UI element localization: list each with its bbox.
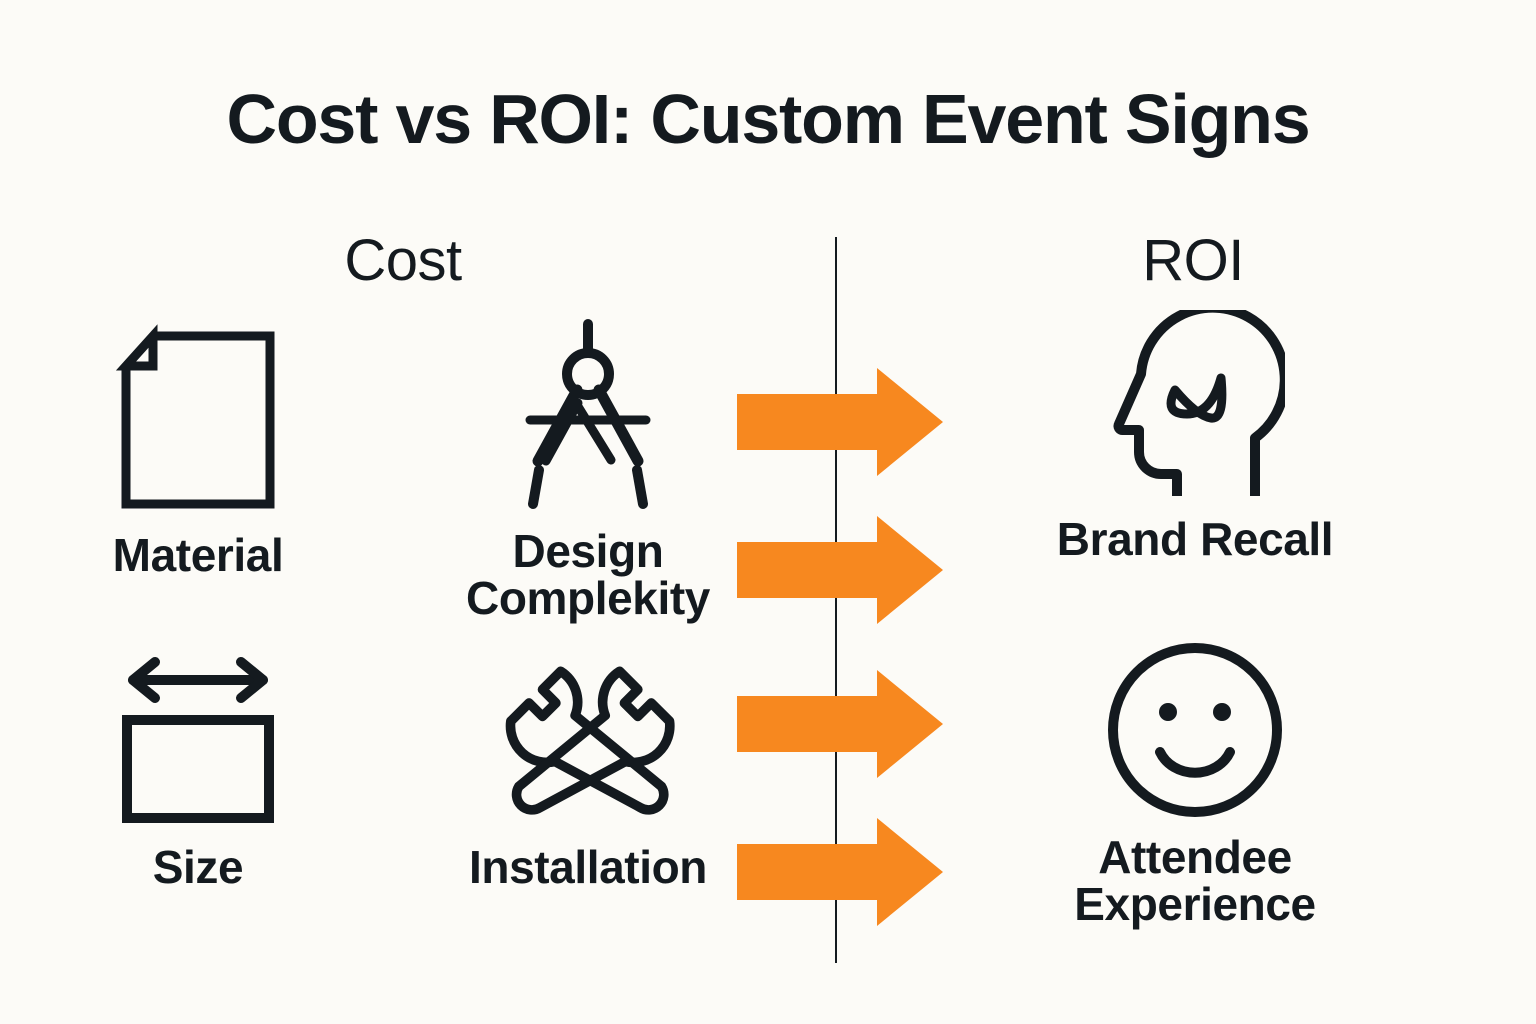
- cost-item-installation: Installation: [438, 650, 738, 891]
- cost-item-size-label: Size: [152, 841, 244, 893]
- document-icon: [108, 318, 288, 518]
- width-rectangle-icon: [103, 650, 293, 830]
- cost-item-design-complexity-label: Design Complekity: [466, 525, 710, 624]
- vertical-divider: [835, 237, 837, 963]
- flow-arrow-1: [737, 368, 943, 476]
- flow-arrow-4: [737, 818, 943, 926]
- cost-item-installation-label: Installation: [468, 841, 707, 893]
- flow-arrow-2: [737, 516, 943, 624]
- roi-item-brand-recall-label: Brand Recall: [1056, 513, 1334, 565]
- cost-item-size: Size: [53, 650, 343, 891]
- roi-item-attendee-experience: Attendee Experience: [1035, 640, 1355, 928]
- crossed-wrenches-icon: [498, 650, 678, 830]
- page-title: Cost vs ROI: Custom Event Signs: [226, 80, 1311, 158]
- smiley-face-icon: [1105, 640, 1285, 820]
- cost-item-design-complexity: Design Complekity: [438, 318, 738, 622]
- head-profile-check-icon: [1105, 310, 1285, 502]
- column-header-cost: Cost: [344, 228, 462, 293]
- column-header-roi: ROI: [1142, 228, 1244, 293]
- roi-item-brand-recall: Brand Recall: [1045, 310, 1345, 563]
- roi-item-attendee-experience-label: Attendee Experience: [1074, 831, 1316, 930]
- flow-arrow-3: [737, 670, 943, 778]
- compass-icon: [498, 318, 678, 514]
- cost-item-material-label: Material: [112, 529, 284, 581]
- cost-item-material: Material: [53, 318, 343, 579]
